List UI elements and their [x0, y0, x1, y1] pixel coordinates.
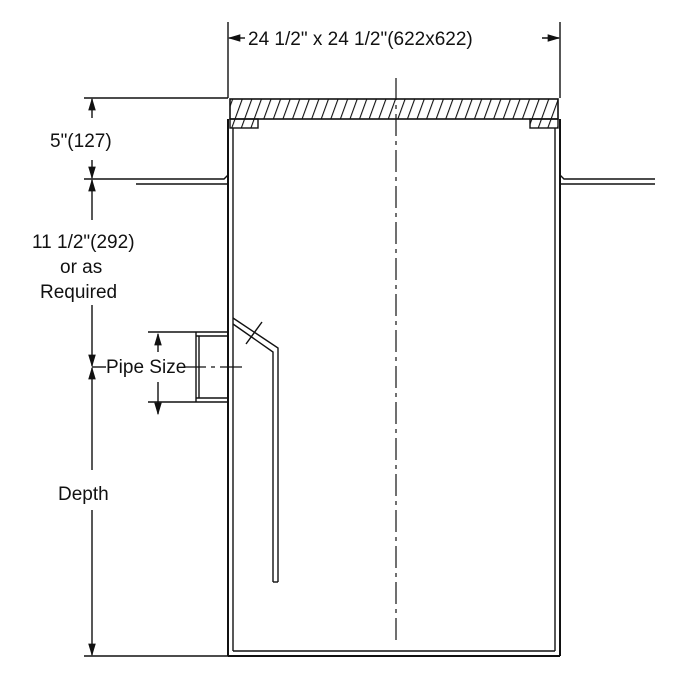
- mid-height-label-1: 11 1/2"(292): [32, 232, 135, 253]
- drain-body: [227, 119, 561, 657]
- baffle-break-mark: [245, 321, 263, 345]
- width-dimension: 24 1/2" x 24 1/2"(622x622): [227, 22, 561, 98]
- outlet-pipe: [184, 331, 244, 403]
- pipe-size-label: Pipe Size: [106, 357, 186, 378]
- grate-frame-right: [529, 118, 559, 129]
- grate-frame-left: [229, 118, 259, 129]
- grate-hatch: [229, 98, 559, 120]
- baffle: [232, 317, 279, 583]
- mid-height-label-3: Required: [40, 282, 117, 303]
- right-flange: [559, 174, 655, 180]
- baffle-outer: [232, 317, 279, 582]
- pipe-size-dimension: Pipe Size: [92, 331, 196, 416]
- baffle-inner: [232, 323, 274, 582]
- left-flange: [136, 174, 229, 180]
- flanges: [136, 174, 655, 185]
- vertical-dimensions: 5"(127) 11 1/2"(292) or as Required Dept…: [32, 97, 228, 657]
- grate: [229, 98, 559, 129]
- mid-height-label-2: or as: [60, 257, 102, 278]
- top-height-label: 5"(127): [50, 131, 112, 152]
- width-label: 24 1/2" x 24 1/2"(622x622): [248, 29, 473, 50]
- depth-label: Depth: [58, 484, 109, 505]
